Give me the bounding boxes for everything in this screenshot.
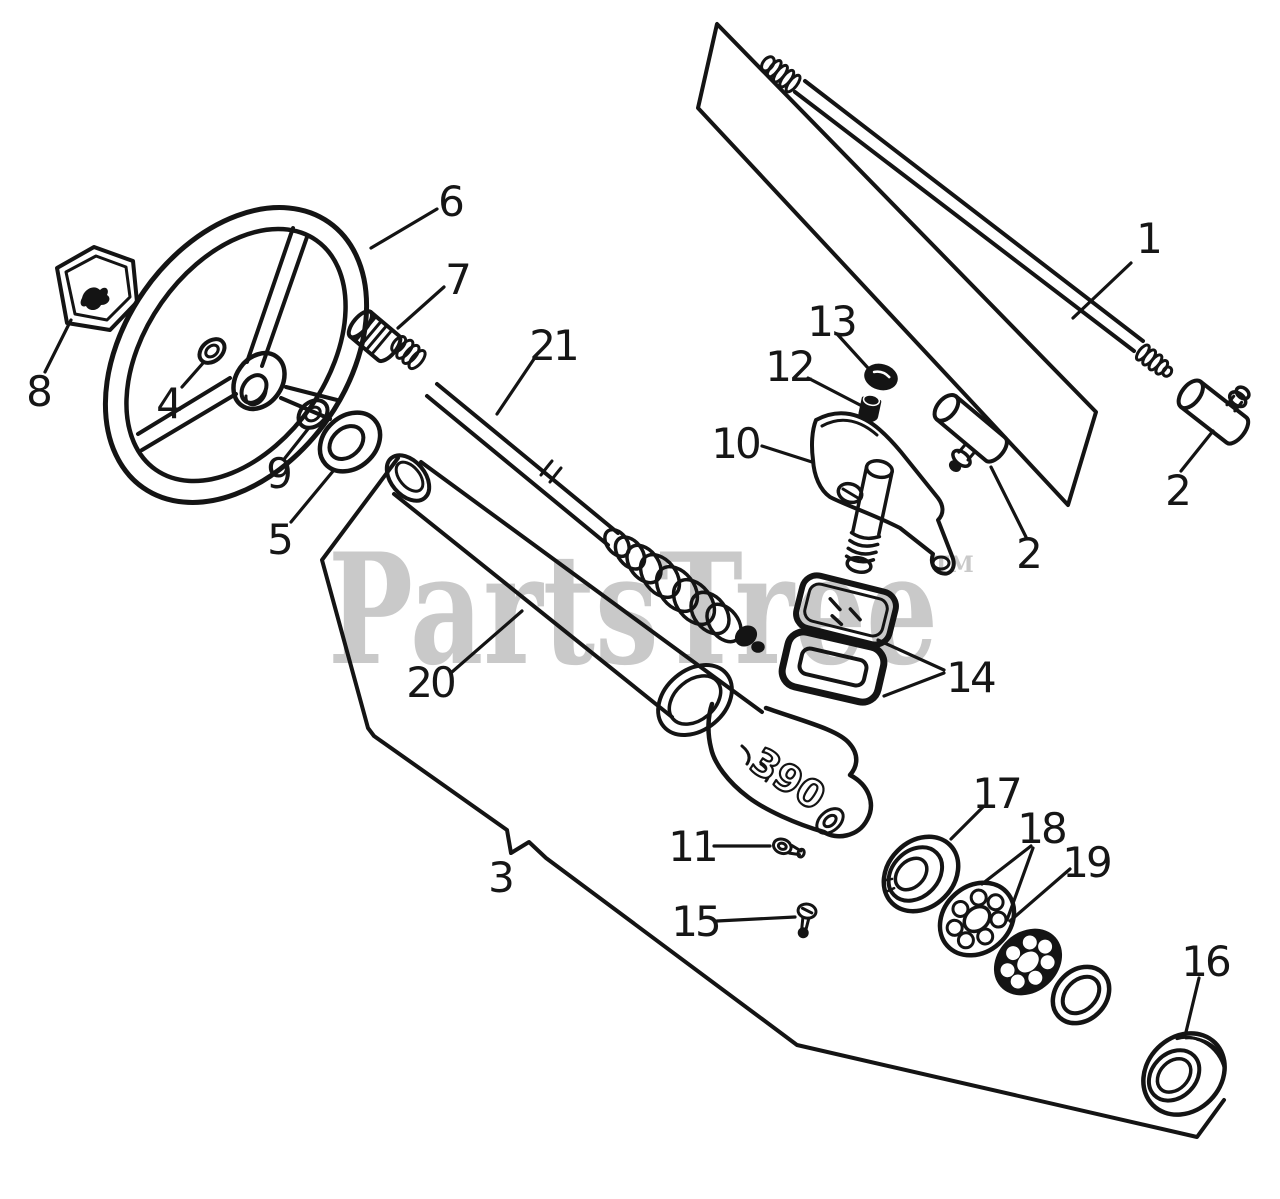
artwork-layer: 390 [55,22,1251,1139]
leader-line [760,444,814,464]
part-callout-9: 9 [266,449,290,498]
part-callout-21: 21 [529,321,576,370]
leader-line [495,354,538,416]
leader-line [396,285,446,330]
part-callout-19: 19 [1062,838,1110,887]
part-callout-14: 14 [946,653,995,702]
part-callout-1: 1 [1136,214,1160,263]
bearing-ring [1050,964,1112,1026]
part-callout-20: 20 [406,658,454,707]
part-callout-10: 10 [711,419,759,468]
steering-shaft [760,55,1174,378]
part-callout-11: 11 [668,822,715,871]
leader-line [715,915,797,923]
part-callout-2: 2 [1016,529,1040,578]
hub-nut [197,337,227,365]
steering-wheel [102,205,370,505]
gear-housing: 390 [706,701,874,839]
cap-nut [864,363,898,391]
leader-line [806,376,864,408]
part-callout-18: 18 [1017,804,1065,853]
leader-line [949,805,985,841]
leader-line [882,671,946,698]
part-callout-7: 7 [445,255,469,304]
leader-line [836,333,870,370]
leader-line [43,318,73,374]
part-callout-8: 8 [26,367,50,416]
leader-line [980,844,1033,886]
bearing-race-upper [937,880,1017,958]
washer-ring [296,398,330,430]
leader-line [876,638,946,672]
leader-line [283,427,310,460]
plate-stud [844,459,894,574]
leader-line [989,465,1028,539]
dust-cup [881,834,961,914]
casting-mark: 390 [743,739,833,819]
column-spring [603,527,765,653]
spacer [858,394,882,422]
housing-screw [772,837,806,859]
upper-steering-shaft [390,335,620,547]
part-callout-6: 6 [438,177,463,226]
coupler-middle [932,392,1009,472]
leader-line [1179,429,1215,473]
wheel-bushing [317,410,383,474]
part-callout-12: 12 [765,342,812,391]
coupler-right [1176,378,1251,446]
watermark-text: PartsTree [328,520,938,700]
wheel-hub [231,350,287,412]
lower-screw [796,902,818,939]
part-callout-3: 3 [488,853,512,902]
leader-line [289,468,336,524]
part-callout-2: 2 [1165,466,1189,515]
part-callout-4: 4 [156,379,181,428]
mounting-bracket [320,456,1226,1139]
part-callout-16: 16 [1181,937,1230,986]
gasket-frame [778,628,888,706]
leader-line [180,360,206,389]
threaded-plug [1141,1031,1227,1117]
leader-line [369,207,439,250]
emblem-cap [55,245,139,332]
leader-line [1184,976,1201,1034]
leader-line [1005,846,1035,922]
leader-line [1008,867,1072,923]
part-callout-17: 17 [972,769,1020,818]
bearing-race-lower [993,928,1063,996]
leader-line [1071,261,1133,320]
emblem-logo [80,287,110,311]
leader-line [450,609,524,674]
part-callout-5: 5 [267,515,291,564]
support-panel [696,22,1098,507]
bearing-plate [810,411,956,576]
part-callout-13: 13 [807,297,855,346]
part-callout-15: 15 [671,897,719,946]
